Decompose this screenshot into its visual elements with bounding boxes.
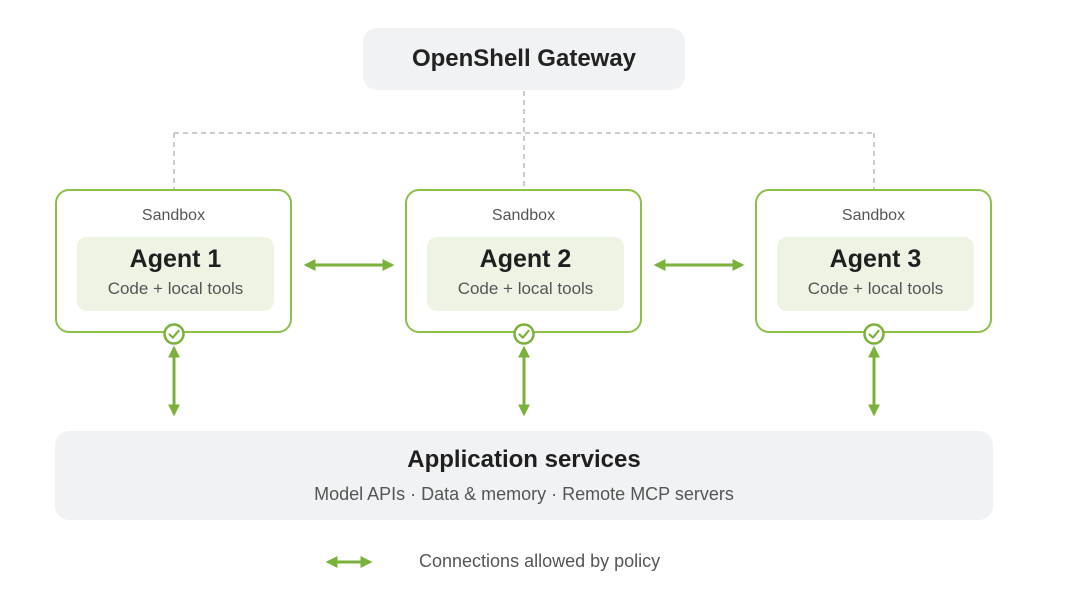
legend-label: Connections allowed by policy (419, 551, 661, 571)
check-circle-icon (513, 323, 535, 345)
sandbox-2: Sandbox Agent 2 Code + local tools (405, 189, 642, 333)
agent-3-box: Agent 3 Code + local tools (777, 237, 974, 311)
sandbox-label: Sandbox (141, 207, 206, 224)
sandbox-label: Sandbox (841, 207, 906, 224)
sandbox-1: Sandbox Agent 1 Code + local tools (55, 189, 292, 333)
openshell-gateway-node: OpenShell Gateway (363, 28, 685, 90)
sandbox-3: Sandbox Agent 3 Code + local tools (755, 189, 992, 333)
check-circle-icon (863, 323, 885, 345)
application-services-panel: Application services Model APIs · Data &… (55, 431, 993, 520)
agent-2-box: Agent 2 Code + local tools (427, 237, 624, 311)
agent-1-box: Agent 1 Code + local tools (77, 237, 274, 311)
services-title: Application services (407, 446, 641, 473)
agent-name: Agent 1 (129, 245, 222, 273)
agent-name: Agent 2 (479, 245, 572, 273)
check-circle-icon (163, 323, 185, 345)
agent-name: Agent 3 (829, 245, 922, 273)
gateway-connectors (173, 91, 875, 189)
sandbox-label: Sandbox (491, 207, 556, 224)
services-subtitle: Model APIs · Data & memory · Remote MCP … (314, 484, 734, 504)
agent-description: Code + local tools (457, 279, 594, 298)
agent-description: Code + local tools (807, 279, 944, 298)
gateway-label: OpenShell Gateway (411, 45, 637, 72)
agent-description: Code + local tools (107, 279, 244, 298)
